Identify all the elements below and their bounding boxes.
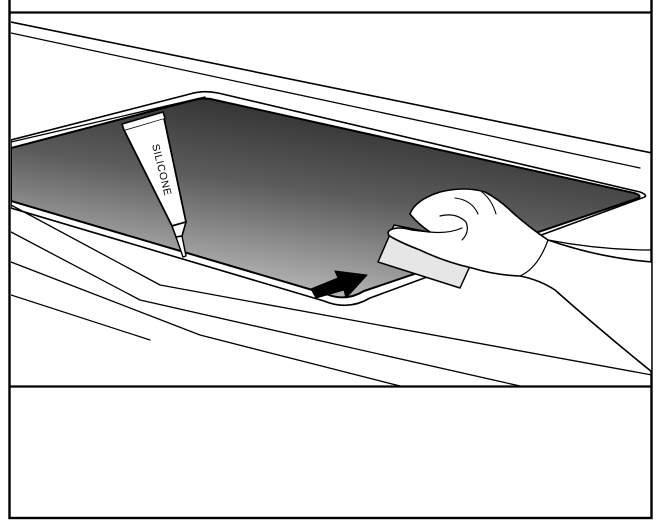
countertop: [11, 21, 652, 386]
countertop-back-inner-edge: [11, 32, 641, 169]
countertop-front-edge: [11, 204, 652, 376]
silicone-tube: SILICONE: [121, 111, 187, 258]
tube-crimp: [121, 111, 166, 131]
countertop-front-lower-edge: [11, 231, 521, 386]
hand-finger-line: [454, 197, 479, 215]
hand-thumb-crease: [429, 227, 463, 234]
forearm-top-edge: [547, 239, 652, 251]
press-arrow-icon: [310, 270, 368, 299]
hand-knuckle-line: [439, 214, 468, 241]
tube-nozzle: [175, 235, 187, 258]
hand: [387, 188, 652, 373]
hand-finger-line-2: [481, 191, 497, 215]
cutout-rim: [11, 90, 647, 307]
hand-wrist-line: [519, 239, 549, 277]
countertop-bottom-edge: [11, 261, 401, 386]
countertop-back-edge: [11, 21, 652, 154]
countertop-side-edge: [11, 294, 151, 341]
countertop-left-edge: [11, 96, 206, 143]
